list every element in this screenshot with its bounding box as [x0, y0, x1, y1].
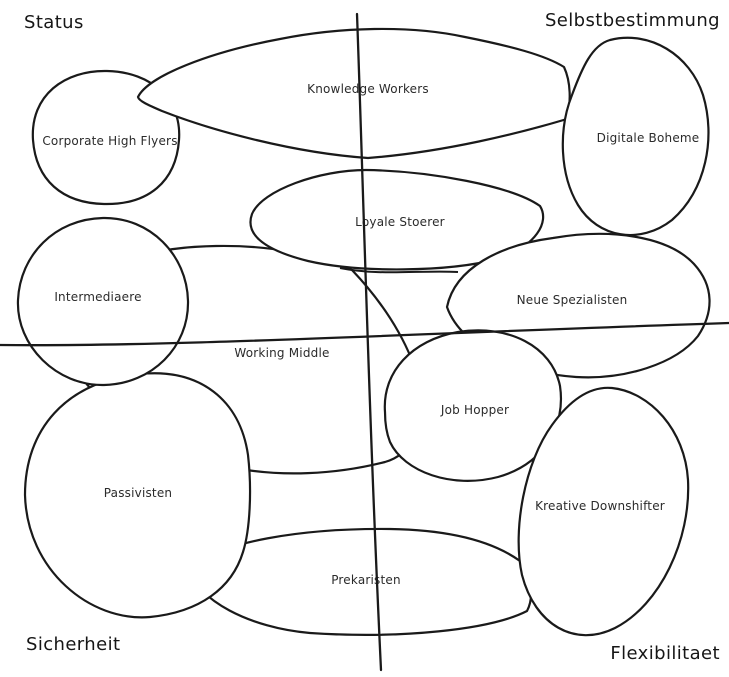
vertical-axis-line — [355, 12, 383, 672]
label-passivisten: Passivisten — [104, 486, 172, 500]
axis-label-flexibilitaet: Flexibilitaet — [610, 643, 720, 664]
shape-knowledge-workers — [136, 27, 571, 160]
label-neue-spezialisten: Neue Spezialisten — [517, 293, 628, 307]
label-corporate-high-flyers: Corporate High Flyers — [42, 134, 177, 148]
shape-digitale-boheme — [561, 36, 710, 237]
shape-kreative-downshifter — [517, 386, 690, 637]
shape-passivisten — [23, 372, 252, 619]
label-working-middle: Working Middle — [234, 346, 329, 360]
working-middle-top-edge — [339, 267, 459, 274]
label-intermediaere: Intermediaere — [54, 290, 141, 304]
axis-label-sicherheit: Sicherheit — [26, 634, 120, 655]
shape-corporate-high-flyers — [31, 69, 181, 206]
axis-label-selbstbestimmung: Selbstbestimmung — [545, 10, 720, 31]
label-job-hopper: Job Hopper — [440, 403, 509, 417]
axis-label-status: Status — [24, 12, 84, 33]
label-loyale-stoerer: Loyale Stoerer — [355, 215, 445, 229]
horizontal-axis-line — [0, 321, 729, 347]
shape-loyale-stoerer — [249, 168, 545, 271]
label-prekaristen: Prekaristen — [331, 573, 401, 587]
label-kreative-downshifter: Kreative Downshifter — [535, 499, 665, 513]
label-knowledge-workers: Knowledge Workers — [307, 82, 429, 96]
label-digitale-boheme: Digitale Boheme — [597, 131, 700, 145]
